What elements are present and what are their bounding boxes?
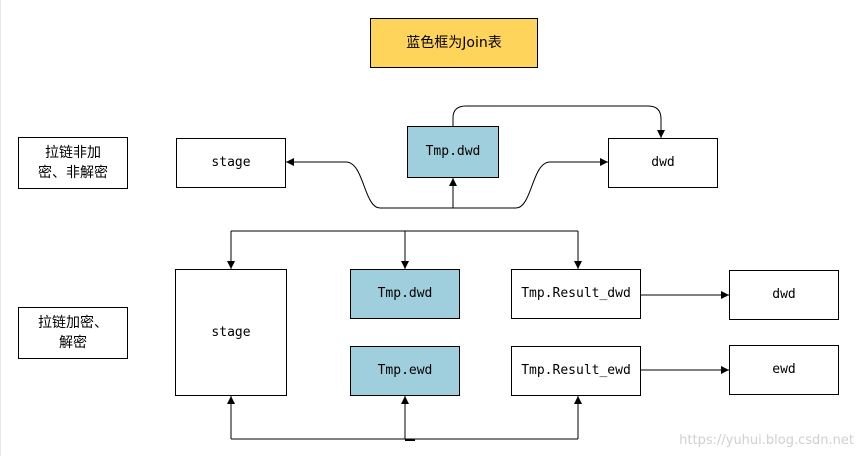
section2-stage-node: stage (175, 269, 287, 396)
left-border (0, 0, 1, 456)
edge-split-to-dwd (453, 158, 608, 209)
section2-tmp-dwd-node: Tmp.dwd (350, 269, 460, 319)
section2-label: 拉链加密、 解密 (18, 307, 128, 359)
section1-stage-node: stage (176, 138, 286, 188)
section2-ewd-node: ewd (729, 345, 839, 395)
section2-tmp-ewd-node: Tmp.ewd (350, 346, 460, 396)
edge-split-to-stage (286, 158, 453, 209)
section1-tmp-dwd-node: Tmp.dwd (407, 126, 499, 178)
legend-box: 蓝色框为Join表 (370, 18, 538, 68)
legend-text: 蓝色框为Join表 (406, 35, 502, 51)
section2-dwd-node: dwd (729, 270, 839, 320)
edge-tmpdwd-top-to-dwd (452, 105, 665, 138)
watermark: https://yuhui.blog.csdn.net (679, 433, 854, 448)
section1-label: 拉链非加 密、非解密 (18, 137, 128, 189)
section2-result-ewd-node: Tmp.Result_ewd (511, 346, 641, 396)
section1-dwd-node: dwd (608, 138, 718, 188)
section2-result-dwd-node: Tmp.Result_dwd (511, 269, 641, 319)
